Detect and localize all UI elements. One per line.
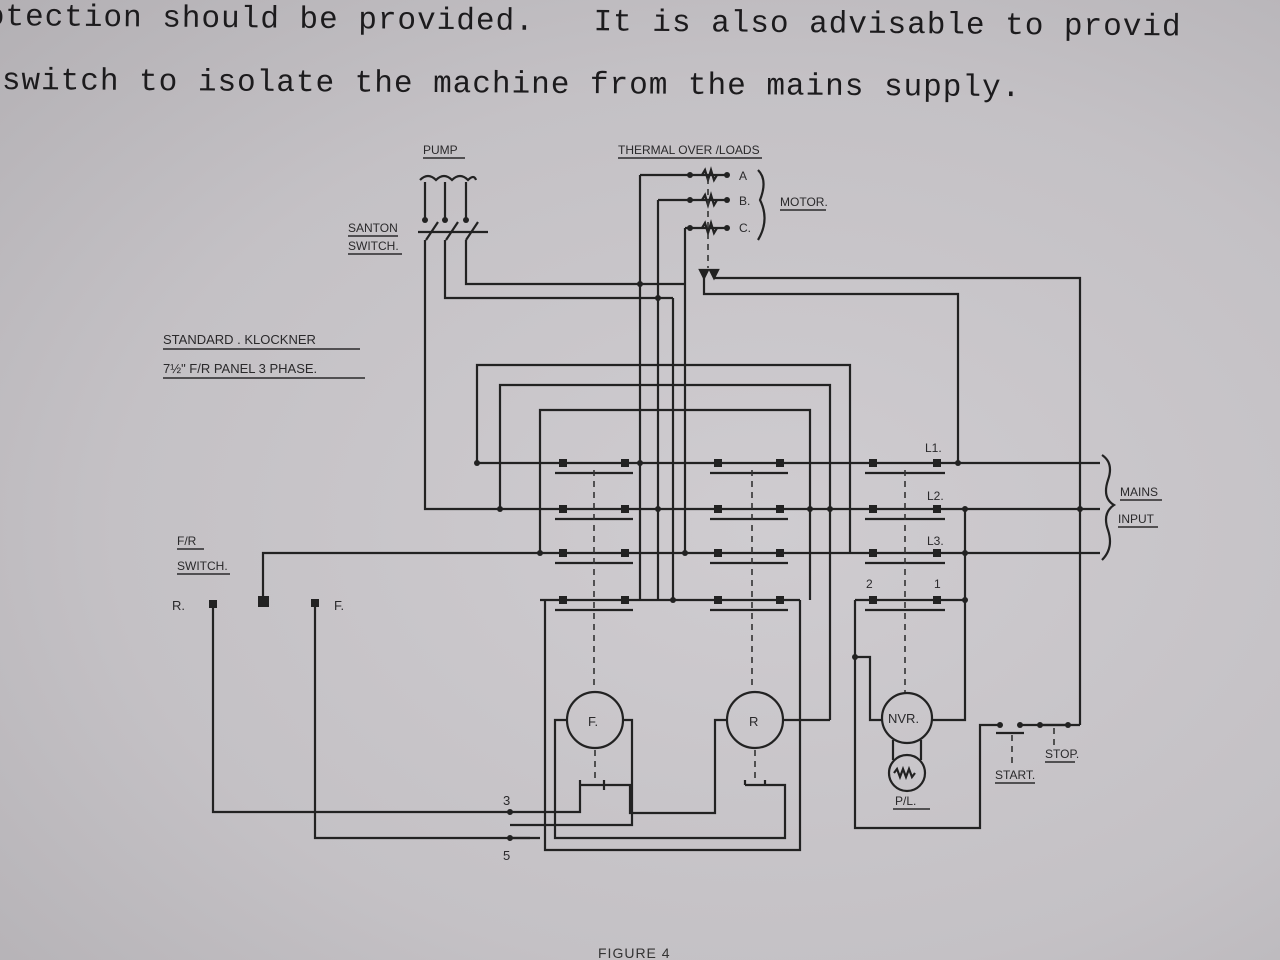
l2-label: L2. [927,489,944,503]
interlock-contacts [578,750,767,790]
wires [211,175,1100,852]
overload-c-label: C. [739,221,751,235]
l3-label: L3. [927,534,944,548]
diagram-title-line1: STANDARD . KLOCKNER [163,332,316,347]
pump-label: PUMP [423,143,458,157]
mains-input-label: MAINS [1120,485,1158,499]
terminal-1-label: 1 [934,577,941,591]
thermal-overloads-label: THERMAL OVER /LOADS [618,143,760,157]
svg-text:P/L.: P/L. [895,794,916,808]
fr-switch-terminal-r [209,600,217,608]
switch-r-label: R. [172,598,185,613]
contact-terminal [933,459,941,467]
contact-terminal [559,505,567,513]
terminal-5-label: 5 [503,848,510,863]
coil-f: F. [565,690,625,750]
contact-terminal [714,549,722,557]
contact-terminal [933,549,941,557]
switch-f-label: F. [334,598,344,613]
overload-a-label: A [739,169,747,183]
contact-terminal [714,596,722,604]
motor-label: MOTOR. [780,195,828,209]
mains-input-label: INPUT [1118,512,1155,526]
svg-text:R: R [749,714,758,729]
contact-terminal [776,596,784,604]
svg-text:F.: F. [588,714,598,729]
contact-terminal [869,596,877,604]
contact-terminal [559,459,567,467]
thermal-overload-elements [640,166,730,281]
motor-brace [757,169,766,241]
start-stop-buttons [996,722,1071,765]
coil-nvr: NVR. [880,691,934,745]
contact-terminal [621,505,629,513]
contact-terminal [621,549,629,557]
stop-label: STOP. [1045,747,1079,761]
figure-caption: FIGURE 4 [598,945,671,960]
contact-terminal [776,505,784,513]
santon-switch [418,182,488,241]
contactor-contacts [555,459,945,612]
coil-r: R [725,690,785,750]
fr-switch-label: F/R [177,534,197,548]
mains-brace [1101,454,1117,561]
contact-terminal [869,459,877,467]
santon-switch-label: SANTON [348,221,398,235]
contact-terminal [869,549,877,557]
junction-dots [474,281,1083,841]
contact-terminal [621,459,629,467]
mechanical-linkage [593,470,906,692]
terminal-3-label: 3 [503,793,510,808]
contact-terminal [933,596,941,604]
fr-switch-terminal-f [311,599,319,607]
pilot-lamp: P/L. [887,740,930,810]
contact-terminal [714,459,722,467]
terminal-2-label: 2 [866,577,873,591]
start-label: START. [995,768,1035,782]
contact-terminal [933,505,941,513]
contact-terminal [869,505,877,513]
contact-terminal [621,596,629,604]
contact-terminal [776,459,784,467]
overload-b-label: B. [739,194,750,208]
fr-switch-common [258,596,269,607]
contact-terminal [776,549,784,557]
contact-terminal [559,596,567,604]
svg-text:NVR.: NVR. [888,711,919,726]
santon-switch-label: SWITCH. [348,239,399,253]
contact-terminal [714,505,722,513]
contact-terminal [559,549,567,557]
l1-label: L1. [925,441,942,455]
diagram-title-line2: 7½" F/R PANEL 3 PHASE. [163,361,317,376]
pump-motor-symbol [419,174,478,182]
fr-switch-label: SWITCH. [177,559,228,573]
